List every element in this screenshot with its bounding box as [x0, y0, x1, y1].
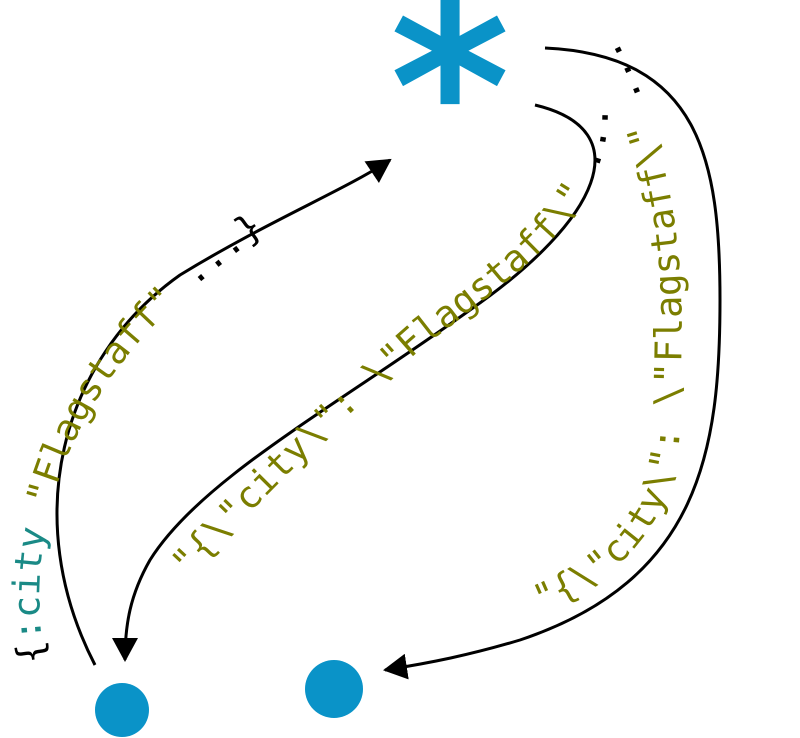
left-node — [95, 683, 149, 737]
right-node — [305, 660, 363, 718]
edn-string: "Flagstaff" — [18, 277, 184, 510]
json-double-rest: ... — [585, 34, 651, 112]
edge-edn-arrow — [55, 158, 392, 666]
edn-open-brace: { — [8, 639, 54, 667]
edge-json-double-arrow — [383, 46, 722, 680]
edn-keyword: :city — [5, 524, 54, 643]
edge-json-arrow — [112, 103, 597, 662]
asterisk-icon: * — [390, 0, 510, 223]
hub-node: * — [390, 0, 510, 223]
edn-rest: ...} — [155, 204, 270, 308]
edge-edn-label: {:city "Flagstaff" ...} — [5, 204, 270, 667]
json-rest: ... — [565, 105, 617, 174]
